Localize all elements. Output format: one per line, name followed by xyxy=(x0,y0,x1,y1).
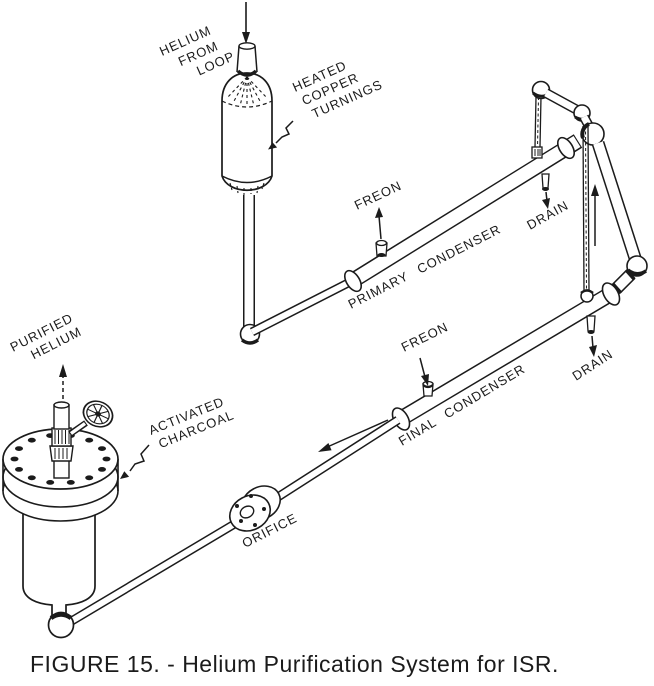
dome-hatching xyxy=(226,76,268,107)
left-riser-rod xyxy=(531,96,543,159)
primary-freon-fitting xyxy=(375,239,388,257)
primary-drain-fitting xyxy=(541,173,550,191)
label-final-freon: FREON xyxy=(399,319,451,355)
purified-helium-arrow xyxy=(59,364,67,399)
orifice-bolts xyxy=(235,494,266,527)
primary-condenser-tube xyxy=(343,134,583,293)
label-activated-charcoal: ACTIVATED CHARCOAL xyxy=(147,394,237,451)
final-condenser-tube xyxy=(391,282,621,431)
valve-handwheel xyxy=(82,400,114,428)
figure-caption: FIGURE 15. - Helium Purification System … xyxy=(30,651,559,677)
label-heated-copper-turnings: HEATED COPPER TURNINGS xyxy=(290,58,385,122)
vessel-inlet-neck xyxy=(236,42,258,77)
right-riser-rod xyxy=(580,125,594,303)
orifice-flange xyxy=(229,485,281,532)
upward-flow-arrow xyxy=(591,184,599,246)
outlet-valve xyxy=(49,400,114,479)
final-drain-arrow xyxy=(589,335,597,357)
helium-inlet-flow-arrow xyxy=(242,2,250,44)
final-drain-fitting xyxy=(586,315,596,334)
copper-turnings-leader-arrow xyxy=(268,120,294,150)
label-primary-freon: FREON xyxy=(352,178,404,213)
label-helium-from-loop: HELIUM FROM LOOP xyxy=(157,23,237,79)
label-purified-helium: PURIFIED HELIUM xyxy=(8,310,85,362)
primary-freon-arrow xyxy=(375,207,383,240)
final-freon-arrow xyxy=(419,357,429,386)
bottom-cap-hatching xyxy=(229,182,265,195)
primary-inlet-pipe xyxy=(239,276,355,345)
copper-turnings-vessel xyxy=(221,42,273,195)
return-bend-assembly xyxy=(531,80,648,295)
primary-drain-arrow xyxy=(542,191,550,209)
activated-charcoal-leader-arrow xyxy=(120,444,150,479)
pipe-flow-arrow xyxy=(318,419,389,452)
charcoal-vessel xyxy=(2,400,119,639)
